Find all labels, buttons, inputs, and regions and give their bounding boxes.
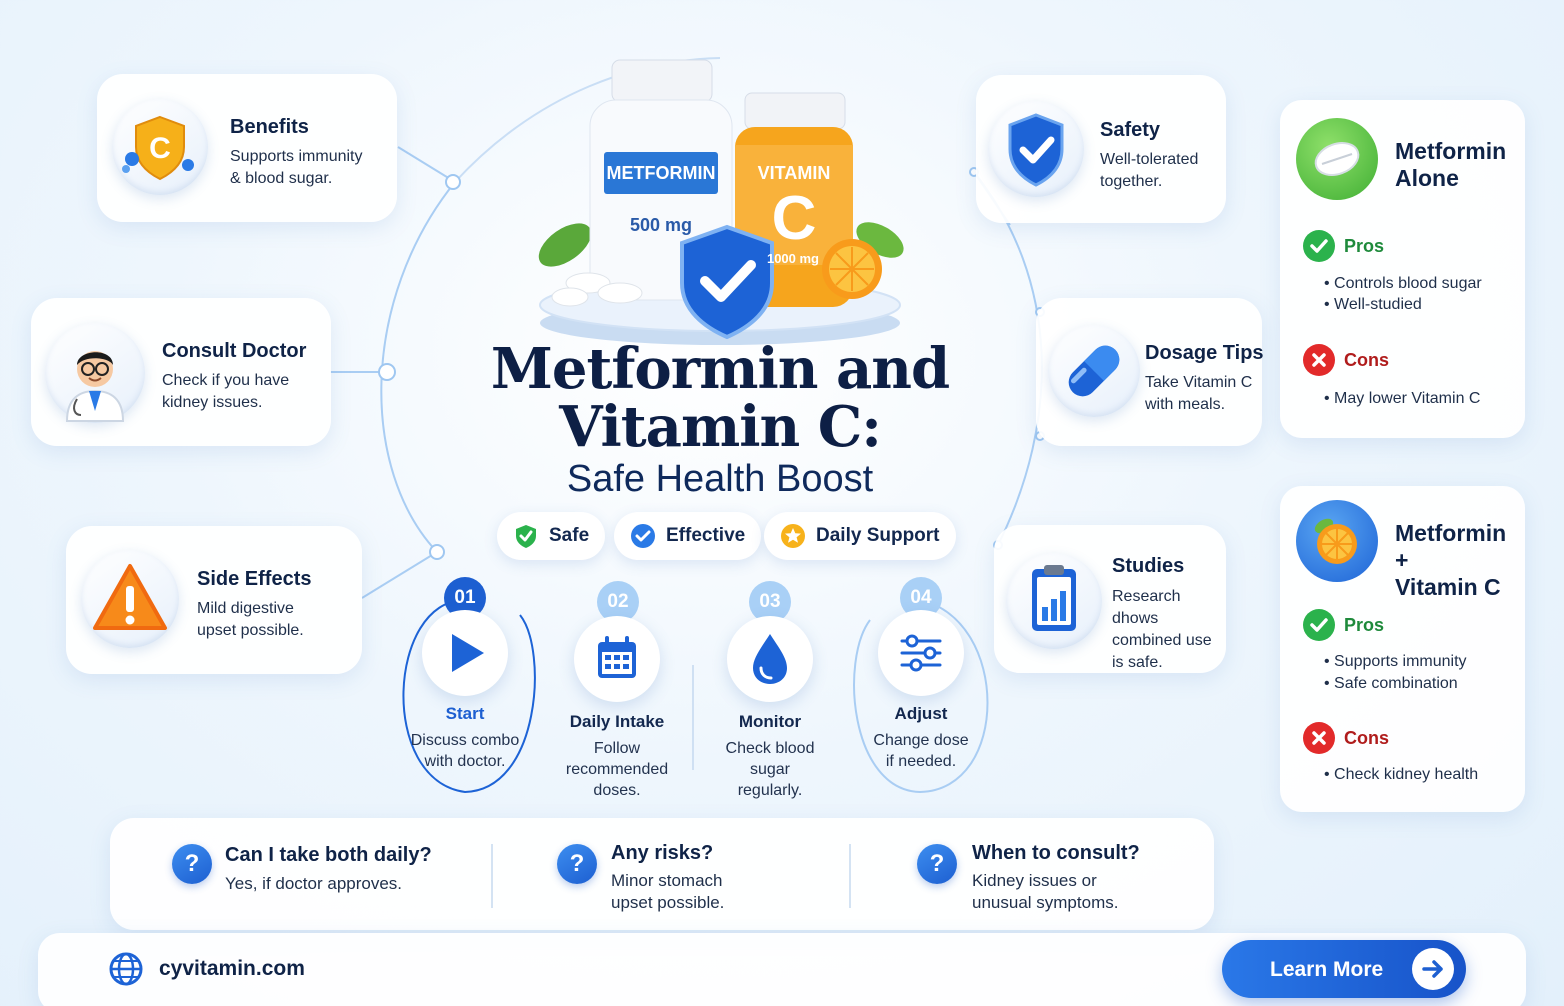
- step-title: Start: [445, 704, 485, 723]
- step-daily-intake-button[interactable]: [574, 616, 660, 702]
- pros-item: • Well-studied: [1324, 296, 1422, 313]
- step-title: Adjust: [894, 704, 948, 723]
- faq-question: Any risks?: [611, 842, 714, 864]
- card-text: Check if you have kidney issues.: [162, 372, 290, 411]
- badge-safe: Safe: [497, 512, 606, 560]
- learn-more-label: Learn More: [1270, 958, 1384, 981]
- bottle-letter-c: C: [771, 184, 817, 253]
- pros-item: • Safe combination: [1324, 675, 1458, 692]
- compare-title: Metformin Alone: [1395, 138, 1507, 191]
- pros-label: Pros: [1344, 236, 1385, 256]
- shield-check-icon: [988, 101, 1084, 197]
- badge-label: Effective: [666, 525, 746, 546]
- page-title: Metformin and Vitamin C:: [490, 336, 950, 460]
- clipboard-chart-icon: [1006, 553, 1102, 649]
- card-side-effects: Side Effects Mild digestive upset possib…: [66, 526, 362, 674]
- learn-more-button[interactable]: Learn More: [1222, 940, 1466, 998]
- globe-icon: [109, 952, 143, 986]
- card-title: Benefits: [230, 116, 309, 138]
- cons-item: • May lower Vitamin C: [1324, 390, 1481, 407]
- star-icon: [781, 524, 805, 548]
- step-text: Follow recommended doses.: [565, 740, 669, 799]
- card-consult-doctor: Consult Doctor Check if you have kidney …: [31, 298, 331, 446]
- card-text: Take Vitamin C with meals.: [1145, 374, 1253, 413]
- step-monitor-button[interactable]: [727, 616, 813, 702]
- drop-icon: [753, 634, 787, 684]
- faq-question: When to consult?: [972, 842, 1140, 864]
- card-title: Side Effects: [197, 568, 312, 590]
- svg-text:C: C: [149, 132, 171, 165]
- compare-panel-metformin-alone: Metformin Alone Pros • Controls blood su…: [1280, 100, 1525, 438]
- bottle-label-metformin: METFORMIN: [606, 163, 716, 183]
- step-title: Daily Intake: [569, 712, 665, 731]
- doctor-icon: [45, 323, 145, 423]
- cons-item: • Check kidney health: [1324, 766, 1479, 783]
- step-start-button[interactable]: [422, 610, 508, 696]
- shield-check-icon: [516, 525, 536, 548]
- bottle-label-vitamin: VITAMIN: [757, 163, 831, 183]
- pros-item: • Supports immunity: [1324, 653, 1467, 670]
- badge-effective: Effective: [614, 512, 762, 560]
- site-link[interactable]: cyvitamin.com: [159, 957, 305, 980]
- card-benefits: C Benefits Supports immunity & blood sug…: [97, 74, 397, 222]
- arrow-right-icon: [1412, 948, 1454, 990]
- card-dosage-tips: Dosage Tips Take Vitamin C with meals.: [1036, 298, 1264, 446]
- question-icon: ?: [917, 844, 957, 884]
- close-icon: [1303, 722, 1335, 754]
- step-text: Check blood sugar regularly.: [725, 740, 815, 799]
- bottle-dose-metformin: 500 mg: [629, 215, 693, 235]
- card-title: Dosage Tips: [1145, 342, 1264, 364]
- sliders-icon: [900, 634, 942, 672]
- check-icon: [1303, 230, 1335, 262]
- card-title: Safety: [1100, 119, 1161, 141]
- capsule-icon: [1048, 325, 1140, 417]
- bottle-dose-vitamin: 1000 mg: [766, 251, 820, 266]
- card-title: Consult Doctor: [162, 340, 307, 362]
- close-icon: [1303, 344, 1335, 376]
- badge-label: Safe: [549, 525, 590, 546]
- cons-label: Cons: [1344, 350, 1389, 370]
- orange-icon: [1296, 500, 1378, 582]
- faq-answer: Yes, if doctor approves.: [225, 874, 403, 893]
- play-icon: [452, 634, 484, 672]
- card-title: Studies: [1112, 555, 1185, 577]
- page-subtitle: Safe Health Boost: [566, 458, 874, 500]
- supplement-bottles-icon: [538, 59, 904, 345]
- check-badge-icon: [631, 524, 655, 548]
- question-icon: ?: [172, 844, 212, 884]
- card-text: Mild digestive upset possible.: [197, 600, 304, 639]
- card-text: Research dhows combined use is safe.: [1112, 588, 1212, 671]
- card-text: Well-tolerated together.: [1100, 151, 1199, 190]
- step-adjust-button[interactable]: [878, 610, 964, 696]
- step-text: Discuss combo with doctor.: [410, 732, 520, 770]
- question-icon: ?: [557, 844, 597, 884]
- faq-question: Can I take both daily?: [225, 844, 432, 866]
- check-icon: [1303, 609, 1335, 641]
- card-studies: Studies Research dhows combined use is s…: [994, 525, 1226, 673]
- hero-illustration: METFORMIN 500 mg VITAMIN C 1000 mg: [520, 55, 920, 345]
- card-text: Supports immunity & blood sugar.: [230, 148, 363, 187]
- step-title: Monitor: [738, 712, 802, 731]
- vitamin-c-shield-icon: C: [112, 99, 208, 195]
- compare-title: Metformin + Vitamin C: [1395, 520, 1507, 600]
- faq-bar: ? Can I take both daily? Yes, if doctor …: [110, 818, 1214, 930]
- badge-daily-support: Daily Support: [764, 512, 956, 560]
- pros-item: • Controls blood sugar: [1324, 275, 1482, 292]
- pros-label: Pros: [1344, 615, 1385, 635]
- calendar-icon: [598, 636, 636, 678]
- faq-answer: Kidney issues or unusual symptoms.: [972, 871, 1119, 912]
- badge-label: Daily Support: [816, 525, 940, 546]
- step-text: Change dose if needed.: [873, 732, 969, 770]
- compare-panel-metformin-vitamin-c: Metformin + Vitamin C Pros • Supports im…: [1280, 486, 1525, 812]
- pill-icon: [1296, 118, 1378, 200]
- card-safety: Safety Well-tolerated together.: [976, 75, 1226, 223]
- faq-answer: Minor stomach upset possible.: [611, 871, 725, 912]
- warning-icon: [81, 550, 179, 648]
- cons-label: Cons: [1344, 728, 1389, 748]
